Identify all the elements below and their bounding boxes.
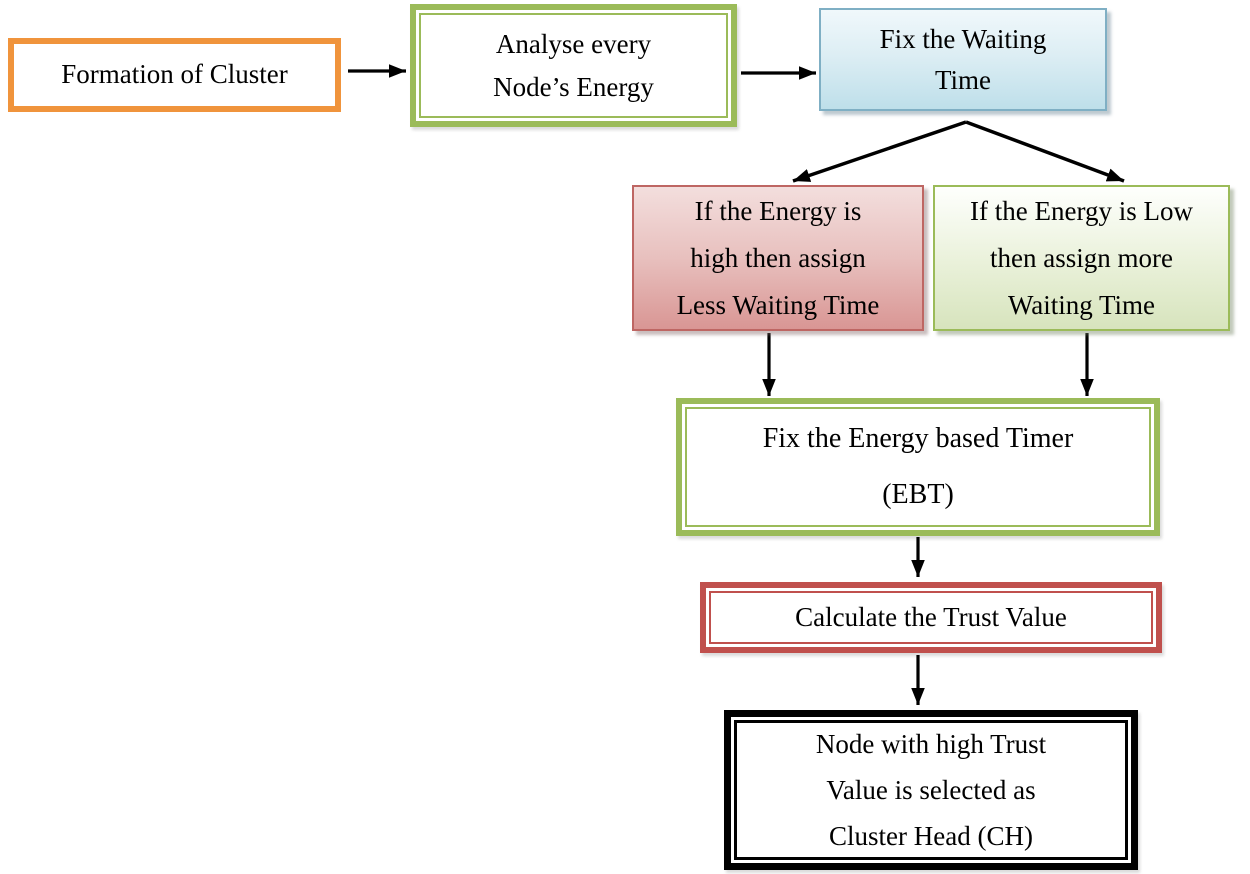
node-fix-waiting-time: Fix the Waiting Time	[819, 8, 1107, 111]
node-fix-waiting-time-inner: Fix the Waiting Time	[821, 10, 1105, 109]
node-energy-high-less-waiting-label: If the Energy is high then assign Less W…	[676, 195, 880, 320]
node-fix-waiting-time-label: Fix the Waiting Time	[879, 23, 1047, 95]
arrow-fix-waiting-to-energy-low	[965, 120, 1125, 183]
node-cluster-head-selection-inner: Node with high Trust Value is selected a…	[734, 720, 1128, 860]
node-cluster-head-selection-label: Node with high Trust Value is selected a…	[815, 729, 1047, 851]
node-energy-low-more-waiting-inner: If the Energy is Low then assign more Wa…	[935, 187, 1228, 329]
node-formation-of-cluster: Formation of Cluster	[8, 38, 341, 112]
node-energy-based-timer-label: Fix the Energy based Timer (EBT)	[762, 423, 1074, 510]
node-energy-high-less-waiting-inner: If the Energy is high then assign Less W…	[634, 187, 922, 329]
node-analyse-node-energy: Analyse every Node’s Energy	[410, 4, 737, 127]
node-calculate-trust-value: Calculate the Trust Value	[700, 582, 1162, 653]
node-cluster-head-selection: Node with high Trust Value is selected a…	[724, 710, 1138, 870]
node-energy-low-more-waiting: If the Energy is Low then assign more Wa…	[933, 185, 1230, 331]
node-energy-based-timer-inner: Fix the Energy based Timer (EBT)	[685, 407, 1151, 527]
node-calculate-trust-value-inner: Calculate the Trust Value	[709, 591, 1153, 644]
node-energy-based-timer: Fix the Energy based Timer (EBT)	[676, 398, 1160, 536]
node-analyse-node-energy-inner: Analyse every Node’s Energy	[419, 13, 728, 118]
node-calculate-trust-value-label: Calculate the Trust Value	[795, 601, 1067, 632]
node-formation-of-cluster-label: Formation of Cluster	[61, 59, 288, 90]
node-analyse-node-energy-label: Analyse every Node’s Energy	[493, 28, 654, 102]
node-energy-low-more-waiting-label: If the Energy is Low then assign more Wa…	[970, 195, 1193, 320]
arrow-fix-waiting-to-energy-high	[792, 120, 967, 183]
node-formation-of-cluster-inner: Formation of Cluster	[14, 44, 335, 106]
node-energy-high-less-waiting: If the Energy is high then assign Less W…	[632, 185, 924, 331]
